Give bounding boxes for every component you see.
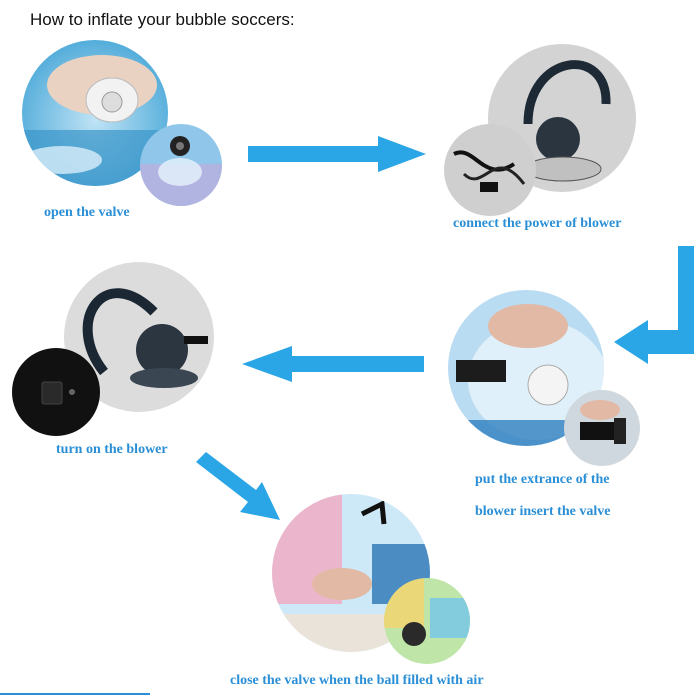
- step1-caption: open the valve: [44, 205, 130, 220]
- blower-power-photo-icon: [488, 44, 636, 192]
- step2-photo-inset: [444, 124, 536, 216]
- step4-caption: turn on the blower: [56, 442, 168, 457]
- step1-photo-inset: [140, 124, 222, 206]
- arrow-down-right: [196, 452, 282, 524]
- arrow-right: [248, 136, 428, 172]
- step3-caption-line2: blower insert the valve: [475, 504, 611, 519]
- arrow-down-left: [614, 246, 696, 366]
- arrow-down-right-icon: [196, 452, 280, 520]
- power-cord-icon: [444, 124, 536, 216]
- step5-photo-inset: [384, 578, 470, 664]
- arrow-left-icon: [242, 346, 424, 382]
- valve-inset-icon: [140, 124, 222, 206]
- page-title: How to inflate your bubble soccers:: [30, 10, 295, 29]
- arrow-down-left-icon: [614, 246, 694, 364]
- step5-caption: close the valve when the ball filled wit…: [230, 673, 484, 688]
- blower-nozzle-icon: [564, 390, 640, 466]
- step2-caption: connect the power of blower: [453, 216, 622, 231]
- arrow-left: [240, 346, 424, 382]
- power-switch-icon: [12, 348, 100, 436]
- step2-photo-main: [488, 44, 636, 192]
- bottom-divider: [0, 693, 150, 695]
- arrow-right-icon: [248, 136, 426, 172]
- step3-caption-line1: put the extrance of the: [475, 472, 610, 487]
- step4-photo-inset: [12, 348, 100, 436]
- filled-ball-icon: [384, 578, 470, 664]
- step3-photo-inset: [564, 390, 640, 466]
